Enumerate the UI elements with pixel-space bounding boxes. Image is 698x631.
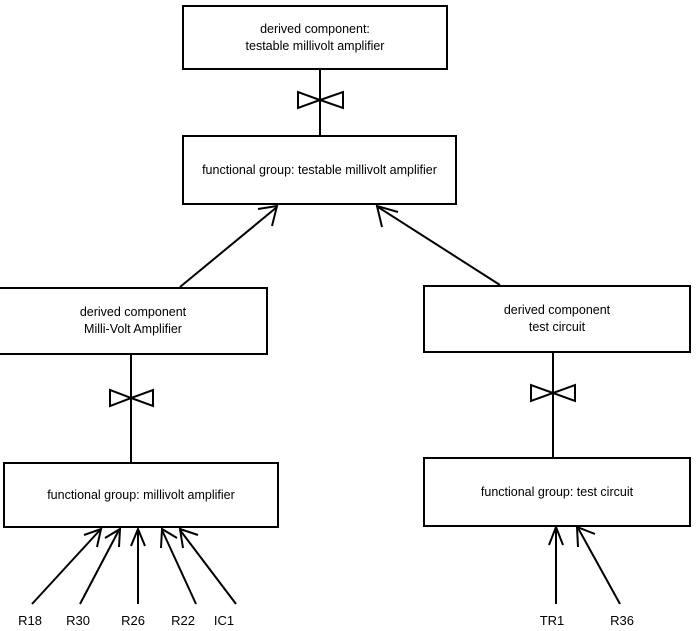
bowtie-left-triangle-left <box>109 388 134 408</box>
arrow-head-r18 <box>83 527 103 548</box>
node-title-line-2: test circuit <box>528 320 586 334</box>
connector-arrow-r26 <box>130 526 146 604</box>
arrow-shaft-ic1 <box>179 529 237 605</box>
node-title-line-2: Milli-Volt Amplifier <box>84 322 182 336</box>
node-title-line-1: derived component: <box>260 21 370 36</box>
arrow-head-r30 <box>104 527 122 548</box>
arrow-shaft-r30 <box>79 529 120 605</box>
bowtie-right-triangle-top <box>316 90 344 110</box>
node-fg-testable-millivolt-amplifier[interactable]: functional group: testable millivolt amp… <box>182 135 457 205</box>
leaf-label-tr1[interactable]: TR1 <box>539 613 565 628</box>
leaf-label-r36[interactable]: R36 <box>610 613 634 628</box>
connector-arrow-tc-to-fg <box>375 204 501 286</box>
connector-arrow-ic1 <box>178 527 237 605</box>
connector-arrow-tr1 <box>548 524 564 604</box>
node-title-line-1: derived component <box>503 303 611 317</box>
node-title-line-1: functional group: testable millivolt amp… <box>202 162 437 177</box>
arrow-head-r36 <box>575 525 596 548</box>
arrow-shaft-r36 <box>577 527 621 605</box>
arrow-head-tc <box>375 204 399 228</box>
node-derived-testable-millivolt-amplifier[interactable]: derived component: testable millivolt am… <box>182 5 448 70</box>
arrow-shaft-mva <box>179 206 278 288</box>
leaf-label-r30[interactable]: R30 <box>66 613 90 628</box>
node-derived-test-circuit[interactable]: derived component test circuit <box>423 285 691 353</box>
node-title-line-1: functional group: millivolt amplifier <box>47 487 235 502</box>
connector-arrow-r22 <box>160 527 197 605</box>
arrow-head-r22 <box>160 527 178 549</box>
arrow-head-tr1 <box>548 524 564 546</box>
leaf-label-ic1[interactable]: IC1 <box>213 613 235 628</box>
arrow-shaft-r18 <box>31 529 101 605</box>
connector-arrow-r18 <box>31 527 103 605</box>
arrow-shaft-r22 <box>161 529 197 605</box>
connector-bowtie-right <box>530 353 576 457</box>
node-title-line-2: testable millivolt amplifier <box>245 38 385 53</box>
bowtie-right-triangle-left <box>128 388 154 408</box>
connector-bowtie-left <box>109 355 154 462</box>
connector-arrow-mva-to-fg <box>179 204 279 288</box>
node-fg-test-circuit[interactable]: functional group: test circuit <box>423 457 691 527</box>
connector-arrow-r36 <box>575 525 621 605</box>
arrow-shaft-tc <box>377 206 501 286</box>
arrow-head-r26 <box>130 526 146 547</box>
arrow-head-ic1 <box>178 527 199 549</box>
connector-bowtie-top <box>297 70 344 135</box>
bowtie-left-triangle-top <box>297 90 323 110</box>
leaf-label-r26[interactable]: R26 <box>121 613 145 628</box>
bowtie-left-triangle-right <box>530 383 556 403</box>
connector-arrow-r30 <box>79 527 122 605</box>
leaf-label-r22[interactable]: R22 <box>171 613 195 628</box>
leaf-label-r18[interactable]: R18 <box>18 613 42 628</box>
node-title-line-1: functional group: test circuit <box>480 484 634 499</box>
node-derived-milli-volt-amplifier[interactable]: derived component Milli-Volt Amplifier <box>0 287 268 355</box>
arrow-head-mva <box>257 204 279 227</box>
node-fg-millivolt-amplifier[interactable]: functional group: millivolt amplifier <box>3 462 279 528</box>
bowtie-right-triangle-right <box>550 383 576 403</box>
node-title-line-1: derived component <box>79 305 187 319</box>
